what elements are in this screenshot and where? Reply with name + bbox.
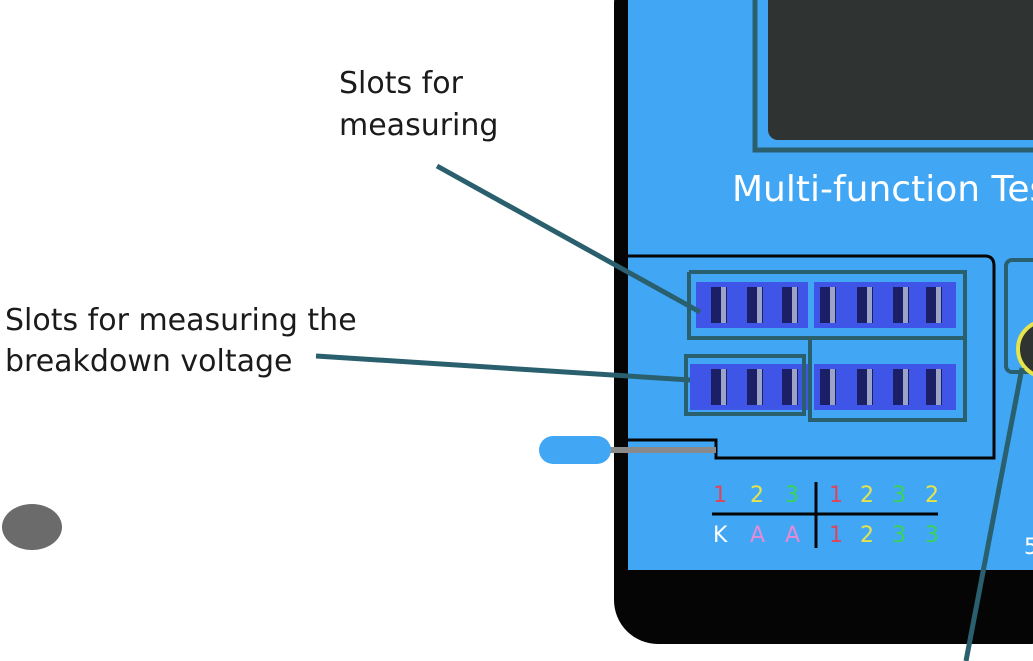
socket-slot-highlight <box>757 287 762 323</box>
pin-label: 2 <box>750 483 764 508</box>
socket-slot-highlight <box>721 287 726 323</box>
pin-label: 2 <box>925 483 939 508</box>
pin-label: 3 <box>892 483 906 508</box>
partial-mark: 5 <box>1024 535 1033 560</box>
leader-line-button <box>963 367 1025 661</box>
pin-label: A <box>750 523 765 548</box>
device-title: Multi-function Tes <box>732 169 1033 210</box>
socket-slot-highlight <box>867 287 872 323</box>
socket-slot-highlight <box>903 369 908 405</box>
label-slots-measuring-line1: Slots for <box>339 66 464 101</box>
pin-label: A <box>785 523 800 548</box>
test-button <box>1016 321 1033 377</box>
leader-line-breakdown <box>315 353 691 383</box>
socket-slot-highlight <box>867 369 872 405</box>
socket-slot-highlight <box>830 369 835 405</box>
pin-label: 2 <box>860 483 874 508</box>
label-breakdown-line2: breakdown voltage <box>5 344 293 379</box>
socket-slot-highlight <box>757 369 762 405</box>
socket-slot-highlight <box>721 369 726 405</box>
measuring-slots-outline <box>687 270 967 422</box>
socket-slot-highlight <box>830 287 835 323</box>
pin-label: 1 <box>829 483 843 508</box>
socket-slot-highlight <box>936 287 941 323</box>
leader-line-measuring <box>435 163 702 315</box>
lever-handle <box>539 436 611 464</box>
pin-label: 3 <box>925 523 939 548</box>
lcd-screen <box>752 0 1033 153</box>
socket-slot-highlight <box>792 287 797 323</box>
socket-slot-highlight <box>792 369 797 405</box>
label-breakdown-line1: Slots for measuring the <box>5 303 357 338</box>
pin-label: 2 <box>860 523 874 548</box>
socket-slots <box>711 287 942 405</box>
breakdown-slots-outline <box>684 354 806 416</box>
lcd-screen-glass <box>768 0 1033 140</box>
button-area-outline <box>1004 258 1033 374</box>
pin-label: 1 <box>829 523 843 548</box>
socket-slot-highlight <box>903 287 908 323</box>
socket-slot-highlight <box>936 369 941 405</box>
pin-label: 3 <box>785 483 799 508</box>
label-slots-measuring-line2: measuring <box>339 108 498 143</box>
pin-label: 3 <box>892 523 906 548</box>
socket-area-outline <box>628 254 996 460</box>
ink-smudge <box>2 504 62 550</box>
pin-label: K <box>713 523 728 548</box>
pin-label: 1 <box>713 483 727 508</box>
